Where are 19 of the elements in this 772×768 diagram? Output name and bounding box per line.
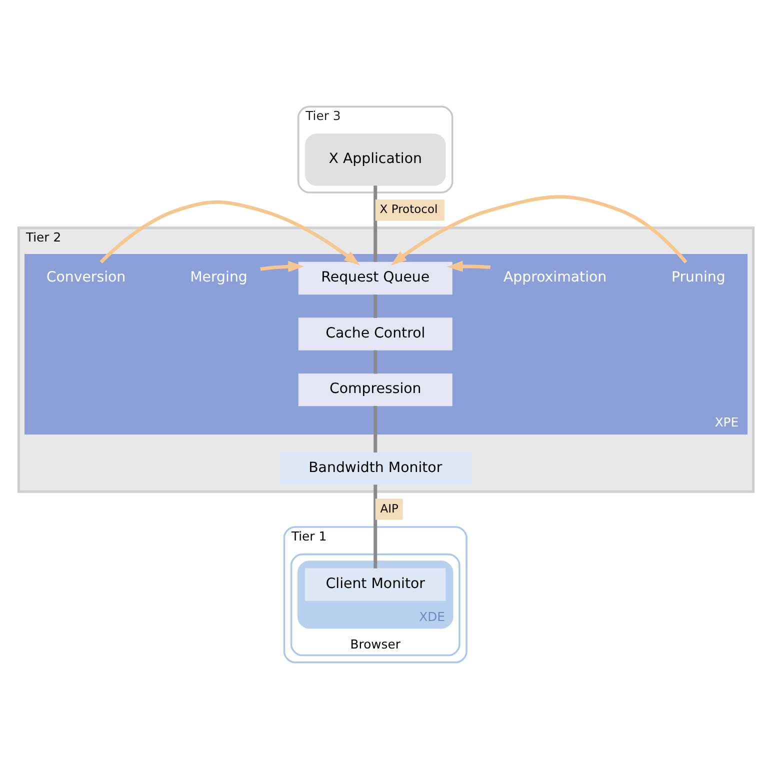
node-box: Cache Control [298,317,452,350]
node-box: Client Monitor [305,568,446,600]
connector [374,294,378,318]
edge-label: AIP [380,500,398,515]
node-text: Pruning [671,269,726,286]
arrow [260,260,304,272]
node-box: X Application [305,133,446,186]
node-box: Request Queue [298,261,452,294]
connector [374,405,378,452]
arrow [446,260,490,272]
node-box: Compression [298,372,452,406]
connector [374,350,378,374]
connector [374,484,378,568]
node-text: Approximation [503,269,607,286]
node-text: Conversion [46,269,126,286]
node-box: Bandwidth Monitor [279,452,472,484]
connector [374,185,378,262]
node-text: Merging [190,269,248,286]
edge-label: X Protocol [380,202,438,216]
